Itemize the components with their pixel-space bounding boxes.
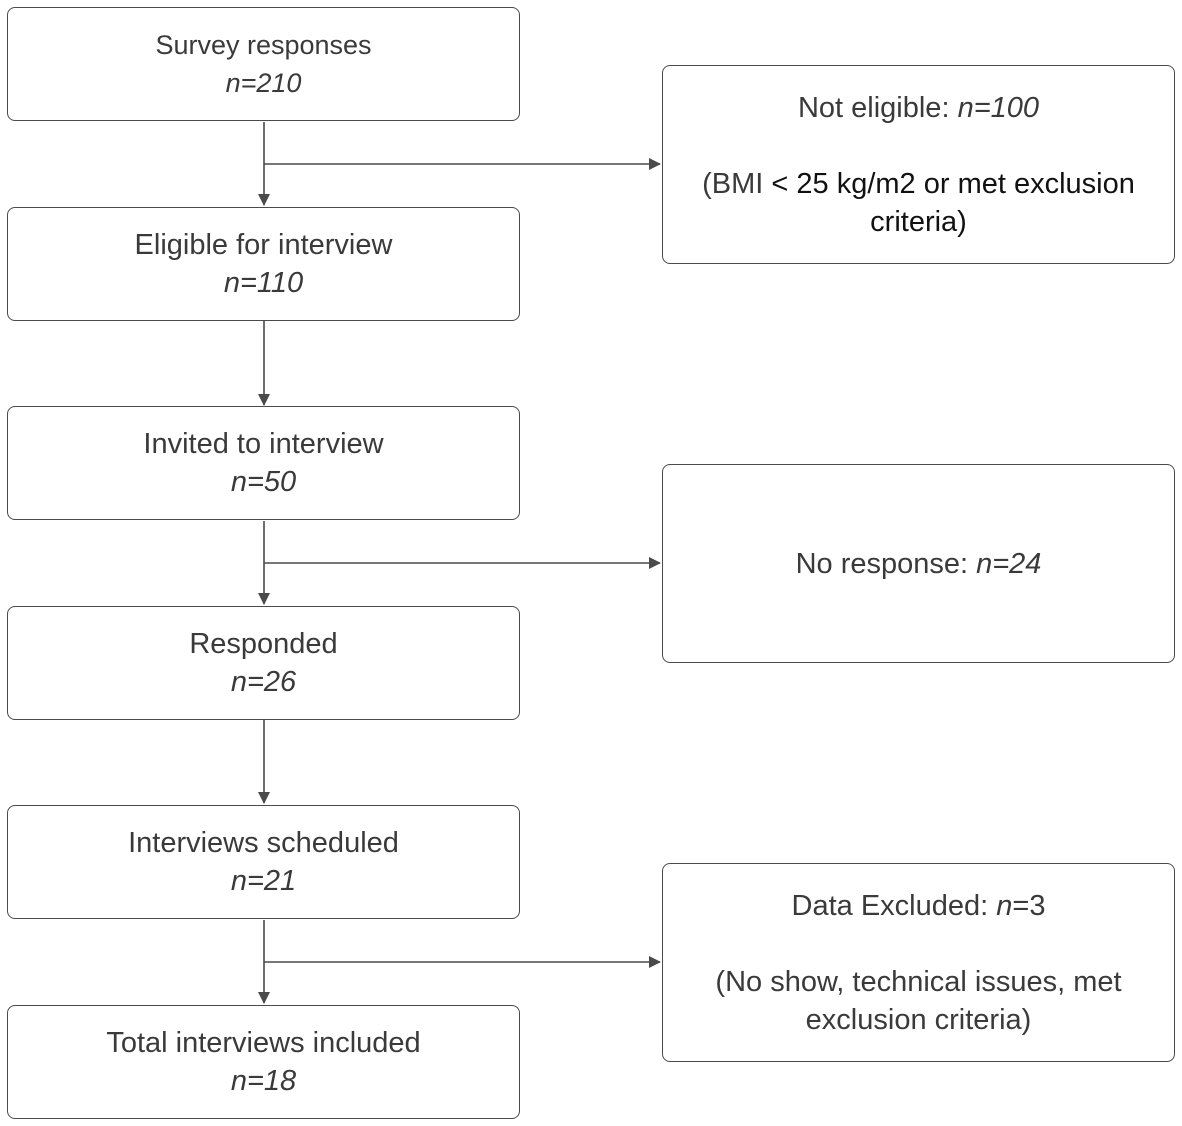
survey-responses-label: Survey responses: [155, 30, 372, 60]
data-excluded-count-rest: =3: [1012, 889, 1046, 922]
included-count: n=18: [230, 1065, 297, 1097]
data-excluded-box: Data Excluded: n=3 (No show, technical i…: [662, 863, 1175, 1062]
no-response-heading: No response: n=24: [796, 545, 1042, 583]
no-response-label: No response:: [795, 547, 977, 580]
responded-label: Responded: [189, 628, 338, 660]
invited-label: Invited to interview: [143, 428, 384, 460]
included-box: Total interviews included n=18: [7, 1005, 520, 1119]
eligible-label: Eligible for interview: [134, 229, 393, 261]
invited-box: Invited to interview n=50: [7, 406, 520, 520]
included-label: Total interviews included: [106, 1027, 421, 1059]
not-eligible-label: Not eligible:: [797, 91, 958, 124]
no-response-count: n=24: [976, 547, 1042, 580]
not-eligible-box: Not eligible: n=100 (BMI < 25 kg/m2 or m…: [662, 65, 1175, 264]
scheduled-count: n=21: [230, 865, 297, 897]
survey-responses-count: n=210: [225, 68, 302, 98]
data-excluded-note: (No show, technical issues, met exclusio…: [715, 965, 1122, 1036]
not-eligible-count: n=100: [957, 91, 1040, 124]
not-eligible-note: (BMI < 25 kg/m2 or met exclusion criteri…: [663, 165, 1174, 241]
not-eligible-note-prefix: (BMI: [702, 167, 764, 200]
eligible-count: n=110: [223, 267, 304, 299]
invited-count: n=50: [230, 466, 297, 498]
scheduled-label: Interviews scheduled: [128, 827, 399, 859]
no-response-box: No response: n=24: [662, 464, 1175, 663]
eligible-box: Eligible for interview n=110: [7, 207, 520, 321]
responded-box: Responded n=26: [7, 606, 520, 720]
scheduled-box: Interviews scheduled n=21: [7, 805, 520, 919]
survey-responses-box: Survey responses n=210: [7, 7, 520, 121]
not-eligible-heading: Not eligible: n=100: [798, 89, 1039, 127]
data-excluded-heading: Data Excluded: n=3: [792, 887, 1046, 925]
not-eligible-note-rest: < 25 kg/m2 or met exclusion criteria): [763, 167, 1135, 238]
data-excluded-count-italic: n: [996, 889, 1013, 922]
responded-count: n=26: [230, 666, 297, 698]
data-excluded-label: Data Excluded:: [791, 889, 997, 922]
